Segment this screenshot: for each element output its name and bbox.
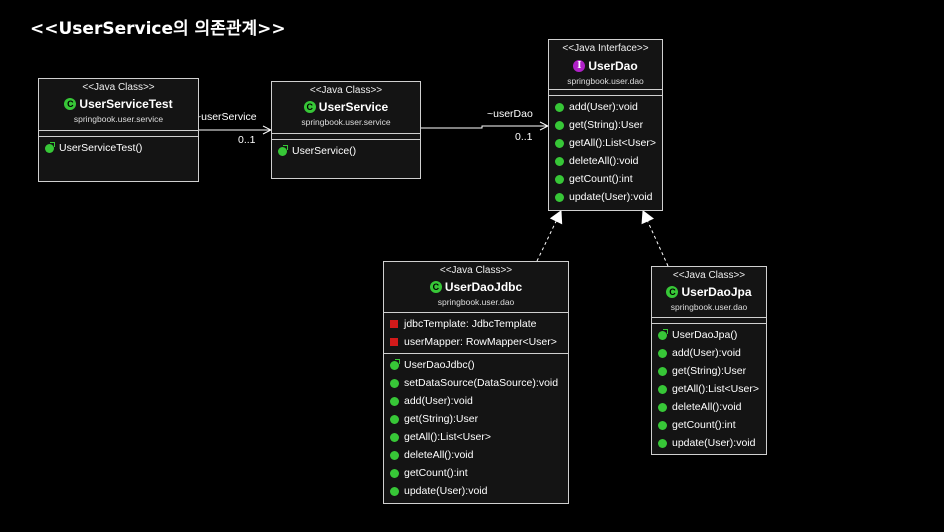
method-row: add(User):void (384, 392, 568, 410)
association-line-userdao (421, 126, 548, 128)
method-icon (390, 450, 399, 460)
method-row: add(User):void (549, 98, 662, 116)
package-label: springbook.user.dao (567, 76, 644, 86)
method-row: get(String):User (549, 116, 662, 134)
class-icon: C (303, 101, 316, 113)
class-icon: C (64, 98, 77, 110)
method-icon (658, 384, 667, 394)
method-row: deleteAll():void (652, 398, 766, 416)
package-label: springbook.user.dao (437, 297, 515, 307)
association-multiplicity-userservice: 0..1 (238, 134, 256, 146)
method-row: getCount():int (549, 170, 662, 188)
package-label: springbook.user.dao (670, 302, 748, 312)
method-icon (390, 486, 399, 496)
realization-line-jpa (641, 210, 669, 267)
method-row: getCount():int (652, 416, 766, 434)
method-row: get(String):User (384, 410, 568, 428)
package-label: springbook.user.service (301, 117, 391, 127)
method-icon (555, 192, 564, 202)
interface-icon: I (573, 60, 586, 72)
method-icon (658, 438, 667, 448)
constructor-row: UserServiceTest() (39, 139, 198, 157)
method-icon (390, 414, 399, 424)
stereotype-label: <<Java Class>> (82, 82, 155, 93)
class-name: UserServiceTest (79, 97, 173, 111)
stereotype-label: <<Java Class>> (672, 270, 746, 281)
method-row: deleteAll():void (549, 152, 662, 170)
constructor-row: UserDaoJdbc() (384, 356, 568, 374)
method-row: deleteAll():void (384, 446, 568, 464)
method-row: getAll():List<User> (652, 380, 766, 398)
method-row: update(User):void (384, 482, 568, 500)
class-name: UserService (318, 100, 389, 114)
method-row: getAll():List<User> (549, 134, 662, 152)
field-row: jdbcTemplate: JdbcTemplate (384, 315, 568, 333)
method-row: add(User):void (652, 344, 766, 362)
method-icon (555, 120, 564, 130)
method-row: update(User):void (652, 434, 766, 452)
association-role-userservice: ~userService (195, 111, 257, 123)
class-name: UserDaoJpa (681, 285, 752, 299)
private-field-icon (390, 320, 398, 328)
constructor-icon (278, 144, 288, 156)
method-row: getCount():int (384, 464, 568, 482)
class-icon: C (429, 281, 442, 293)
private-field-icon (390, 338, 398, 346)
method-icon (658, 402, 667, 412)
realization-line-jdbc (536, 210, 563, 262)
class-name: UserDaoJdbc (444, 280, 523, 294)
class-icon: C (666, 286, 679, 298)
method-icon (390, 468, 399, 478)
stereotype-label: <<Java Class>> (309, 85, 383, 96)
method-row: getAll():List<User> (384, 428, 568, 446)
stereotype-label: <<Java Interface>> (562, 43, 649, 54)
method-icon (555, 102, 564, 112)
method-icon (555, 156, 564, 166)
method-icon (555, 138, 564, 148)
diagram-title: <<UserService의 의존관계>> (30, 19, 286, 39)
constructor-icon (45, 141, 55, 153)
association-multiplicity-userdao: 0..1 (515, 131, 533, 143)
method-row: update(User):void (549, 188, 662, 206)
method-icon (658, 420, 667, 430)
association-role-userdao: ~userDao (487, 108, 533, 120)
method-icon (658, 348, 667, 358)
method-icon (390, 396, 399, 406)
constructor-icon (390, 358, 400, 370)
stereotype-label: <<Java Class>> (439, 265, 513, 276)
interface-name: UserDao (588, 59, 638, 73)
constructor-icon (658, 328, 668, 340)
method-icon (658, 366, 667, 376)
method-row: get(String):User (652, 362, 766, 380)
method-icon (390, 432, 399, 442)
constructor-row: UserService() (272, 142, 420, 160)
method-icon (555, 174, 564, 184)
package-label: springbook.user.service (73, 114, 164, 124)
constructor-row: UserDaoJpa() (652, 326, 766, 344)
method-row: setDataSource(DataSource):void (384, 374, 568, 392)
method-icon (390, 378, 399, 388)
field-row: userMapper: RowMapper<User> (384, 333, 568, 351)
